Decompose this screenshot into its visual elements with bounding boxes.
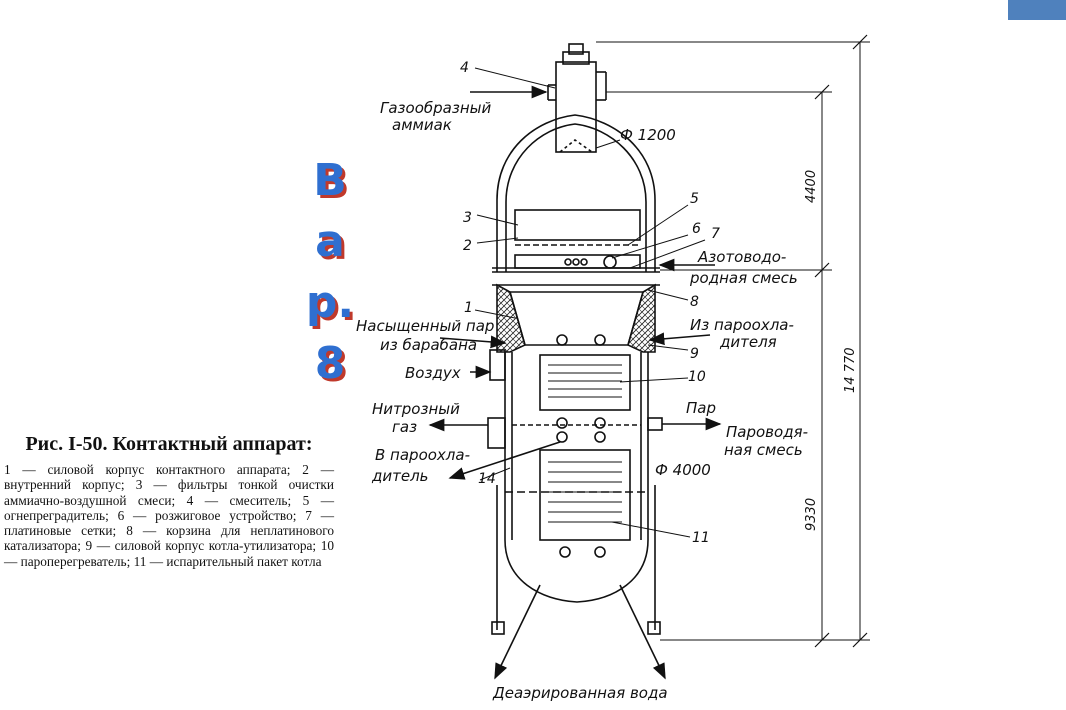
label-saturated-steam: Насыщенный пар — [356, 317, 494, 335]
label-nitrous-gas: газ — [392, 418, 417, 436]
label-nitrogen-hydrogen: Азотоводо- — [697, 248, 786, 266]
filter-block — [514, 209, 641, 241]
bottom-head — [504, 539, 649, 603]
label-number: 14 — [478, 471, 496, 487]
dimension-label: 4400 — [804, 170, 819, 203]
label-number: 2 — [463, 238, 472, 254]
label-number: 3 — [463, 210, 472, 226]
mixer — [555, 61, 597, 153]
label-number: 7 — [711, 226, 720, 242]
label-number: 10 — [688, 369, 706, 385]
corner-tab — [1008, 0, 1066, 20]
outer-shell — [496, 114, 656, 272]
ignition-device — [514, 254, 641, 269]
label-ammonia: Газообразный — [380, 99, 491, 117]
vertical-letter: 8 — [314, 338, 346, 389]
vertical-letter: а — [315, 216, 345, 267]
evaporator-pack — [539, 449, 631, 541]
label-to-cooler: дитель — [371, 467, 429, 485]
label-steam-water: ная смесь — [724, 441, 803, 459]
dimension-label: 9330 — [804, 498, 819, 531]
inner-shell — [505, 123, 647, 272]
label-to-cooler: В пароохла- — [375, 446, 470, 464]
figure-caption: Рис. I-50. Контактный аппарат: 1 — силов… — [4, 433, 334, 569]
caption-title: Рис. I-50. Контактный аппарат: — [25, 433, 313, 455]
label-nitrous-gas: Нитрозный — [372, 400, 460, 418]
label-number: 5 — [690, 191, 699, 207]
label-steam-water: Пароводя- — [726, 423, 808, 441]
label-number: 6 — [692, 221, 701, 237]
caption-legend: 1 — силовой корпус контактного аппарата;… — [4, 462, 334, 569]
label-steam: Пар — [686, 399, 716, 417]
label-diameter-top: Ф 1200 — [620, 126, 676, 144]
label-diameter-bottom: Ф 4000 — [655, 461, 711, 479]
label-number: 1 — [464, 300, 473, 316]
vertical-letter: В — [313, 155, 347, 206]
label-saturated-steam: из барабана — [380, 336, 477, 354]
label-from-cooler: дителя — [719, 333, 777, 351]
label-ammonia: аммиак — [392, 116, 452, 134]
catalyst-basket — [508, 291, 645, 346]
label-nitrogen-hydrogen: родная смесь — [689, 269, 798, 287]
label-number: 4 — [460, 60, 469, 76]
label-number: 11 — [692, 530, 710, 546]
superheater — [539, 354, 631, 411]
label-air: Воздух — [405, 364, 461, 382]
label-number: 8 — [690, 294, 699, 310]
label-number: 9 — [690, 346, 699, 362]
label-from-cooler: Из пароохла- — [690, 316, 794, 334]
dimension-label: 14 770 — [843, 348, 858, 394]
vertical-label: В а р. 8 — [300, 150, 360, 394]
vertical-letter: р. — [305, 277, 355, 328]
label-deaerated-water: Деаэрированная вода — [492, 684, 668, 702]
